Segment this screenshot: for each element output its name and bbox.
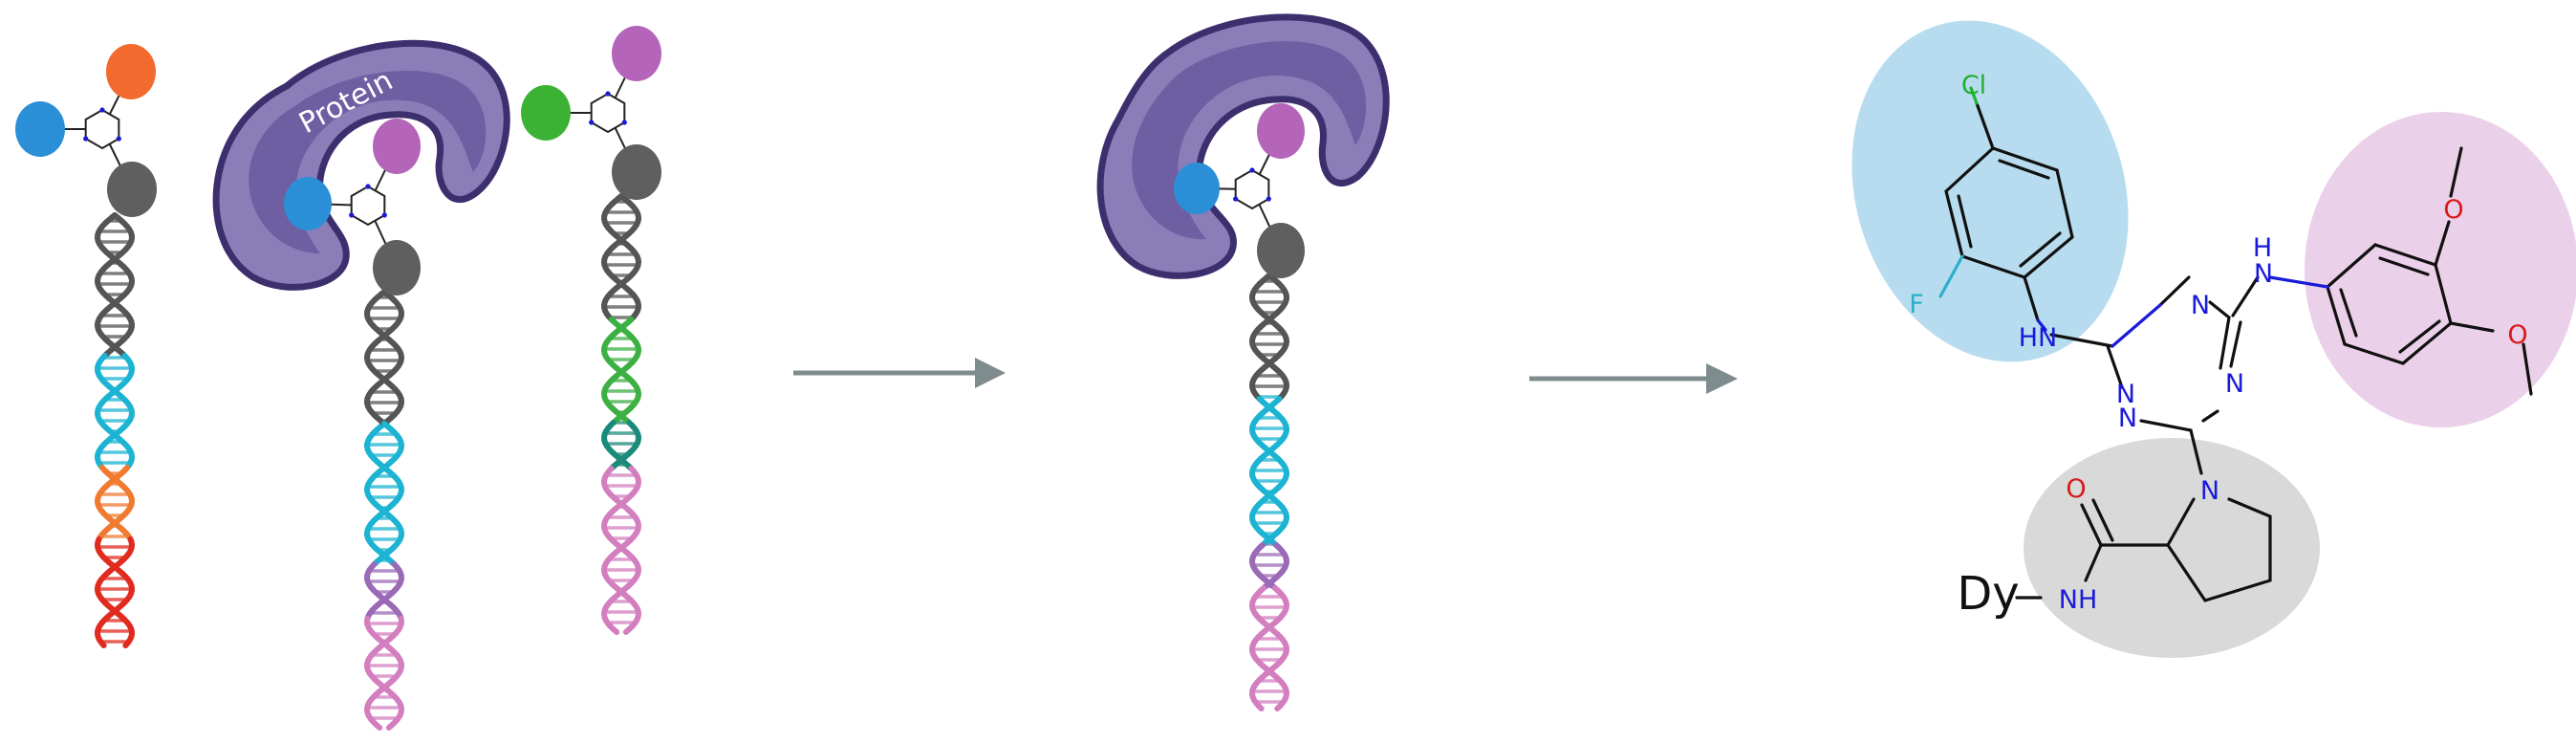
magenta-ligand-ball xyxy=(1257,103,1305,159)
arrow-2 xyxy=(1529,363,1738,394)
protein-blob-2 xyxy=(1100,17,1386,276)
protein-blob-1: Protein xyxy=(216,43,507,287)
blue-highlight-region xyxy=(1809,0,2172,398)
atom-n-ring-bottom: N xyxy=(2118,404,2137,433)
gray-highlight-region xyxy=(2024,438,2320,658)
blue-ligand-ball xyxy=(15,101,65,157)
magenta-ligand-ball xyxy=(612,26,661,81)
orange-ligand-ball xyxy=(106,44,156,99)
gray-linker-ball xyxy=(373,240,421,295)
atom-hn-left: HN xyxy=(2019,323,2058,353)
atom-o-methoxy-2: O xyxy=(2507,320,2527,350)
atom-o-carbonyl: O xyxy=(2066,474,2086,504)
arrow-1 xyxy=(793,358,1006,388)
gray-linker-ball xyxy=(107,162,157,217)
gray-linker-ball xyxy=(1257,223,1305,278)
green-ligand-ball xyxy=(521,85,571,141)
dy-label: Dy xyxy=(1957,567,2019,621)
dna-strand-right xyxy=(604,196,639,632)
blue-ligand-ball xyxy=(1174,163,1220,214)
atom-nh-amide: NH xyxy=(2059,585,2098,615)
dna-strand-left xyxy=(97,215,132,645)
atom-n-pyrrolidine: N xyxy=(2200,476,2219,506)
atom-n-ring-top: N xyxy=(2191,291,2210,320)
dna-strand-middle xyxy=(367,292,401,728)
chemical-structure: Cl F HN H N N N N N N O O O NH Dy xyxy=(1809,0,2576,658)
atom-f: F xyxy=(1909,290,1924,319)
blue-ligand-ball xyxy=(284,177,332,230)
dna-strand-panel2 xyxy=(1252,275,1287,709)
atom-nh-top: N xyxy=(2254,259,2273,289)
atom-o-methoxy-1: O xyxy=(2443,195,2463,225)
gray-linker-ball xyxy=(612,144,661,200)
atom-cl: Cl xyxy=(1961,71,1986,100)
magenta-ligand-ball xyxy=(373,119,421,174)
atom-n-ring-right: N xyxy=(2225,369,2244,399)
